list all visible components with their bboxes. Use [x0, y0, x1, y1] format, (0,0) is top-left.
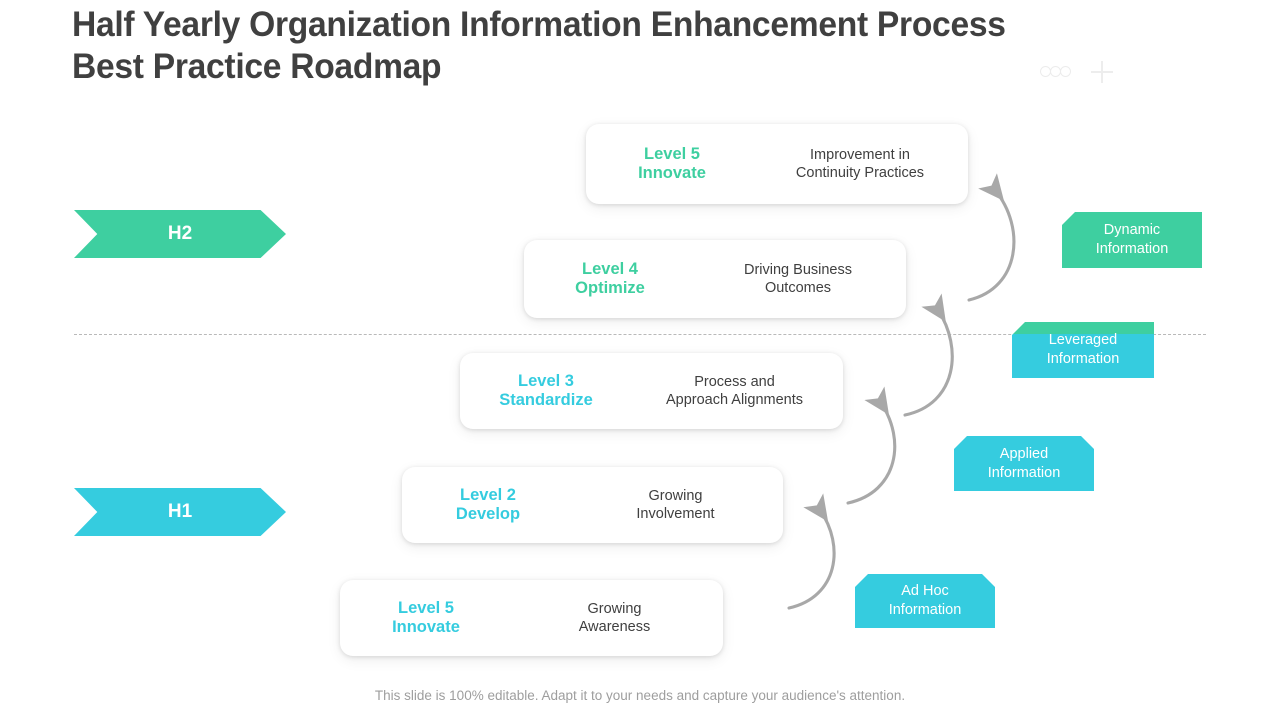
horizon-divider	[74, 334, 1206, 335]
arrow-1-to-2	[787, 493, 836, 610]
tag-adhoc-information[interactable]: Ad Hoc Information	[855, 574, 995, 628]
dot-3	[1060, 66, 1071, 77]
level-card-3[interactable]: Level 3 Standardize Process and Approach…	[460, 353, 843, 429]
arrow-4-to-5	[967, 173, 1016, 302]
tag-leveraged-information-label: Leveraged Information	[1046, 332, 1120, 367]
level-card-5-bottom-level: Level 5 Innovate	[392, 599, 460, 636]
page-title: Half Yearly Organization Information Enh…	[72, 5, 1006, 86]
level-card-5-bottom[interactable]: Level 5 Innovate Growing Awareness	[340, 580, 723, 656]
level-card-2[interactable]: Level 2 Develop Growing Involvement	[402, 467, 783, 543]
level-card-5-bottom-desc: Growing Awareness	[578, 601, 651, 635]
level-card-3-desc: Process and Approach Alignments	[665, 374, 804, 408]
level-card-4[interactable]: Level 4 Optimize Driving Business Outcom…	[524, 240, 906, 318]
banner-h2-label: H2	[167, 223, 193, 244]
level-card-5-top-desc: Improvement in Continuity Practices	[795, 147, 925, 181]
level-card-5-top-level: Level 5 Innovate	[638, 145, 706, 182]
tag-leveraged-top-strip	[1012, 322, 1154, 334]
three-dots-icon	[1040, 66, 1074, 80]
level-card-4-desc: Driving Business Outcomes	[744, 262, 852, 296]
tag-dynamic-information[interactable]: Dynamic Information	[1062, 212, 1202, 268]
arrow-3-to-4	[903, 293, 954, 417]
arrow-2-to-3	[846, 386, 897, 505]
tag-dynamic-information-label: Dynamic Information	[1095, 222, 1169, 257]
level-card-2-level: Level 2 Develop	[455, 486, 521, 523]
banner-h2: H2	[74, 210, 286, 258]
tag-leveraged-information[interactable]: Leveraged Information	[1012, 322, 1154, 378]
tag-adhoc-information-label: Ad Hoc Information	[888, 583, 962, 618]
tag-applied-information[interactable]: Applied Information	[954, 436, 1094, 491]
banner-h1-label: H1	[167, 501, 193, 522]
level-card-3-level: Level 3 Standardize	[499, 372, 593, 409]
tag-applied-information-label: Applied Information	[987, 445, 1061, 481]
footer-note: This slide is 100% editable. Adapt it to…	[374, 688, 906, 703]
level-card-4-level: Level 4 Optimize	[575, 260, 645, 297]
banner-h1: H1	[74, 488, 286, 536]
plus-icon	[1091, 61, 1113, 83]
level-card-5-top[interactable]: Level 5 Innovate Improvement in Continui…	[586, 124, 968, 204]
level-card-2-desc: Growing Involvement	[636, 488, 715, 522]
